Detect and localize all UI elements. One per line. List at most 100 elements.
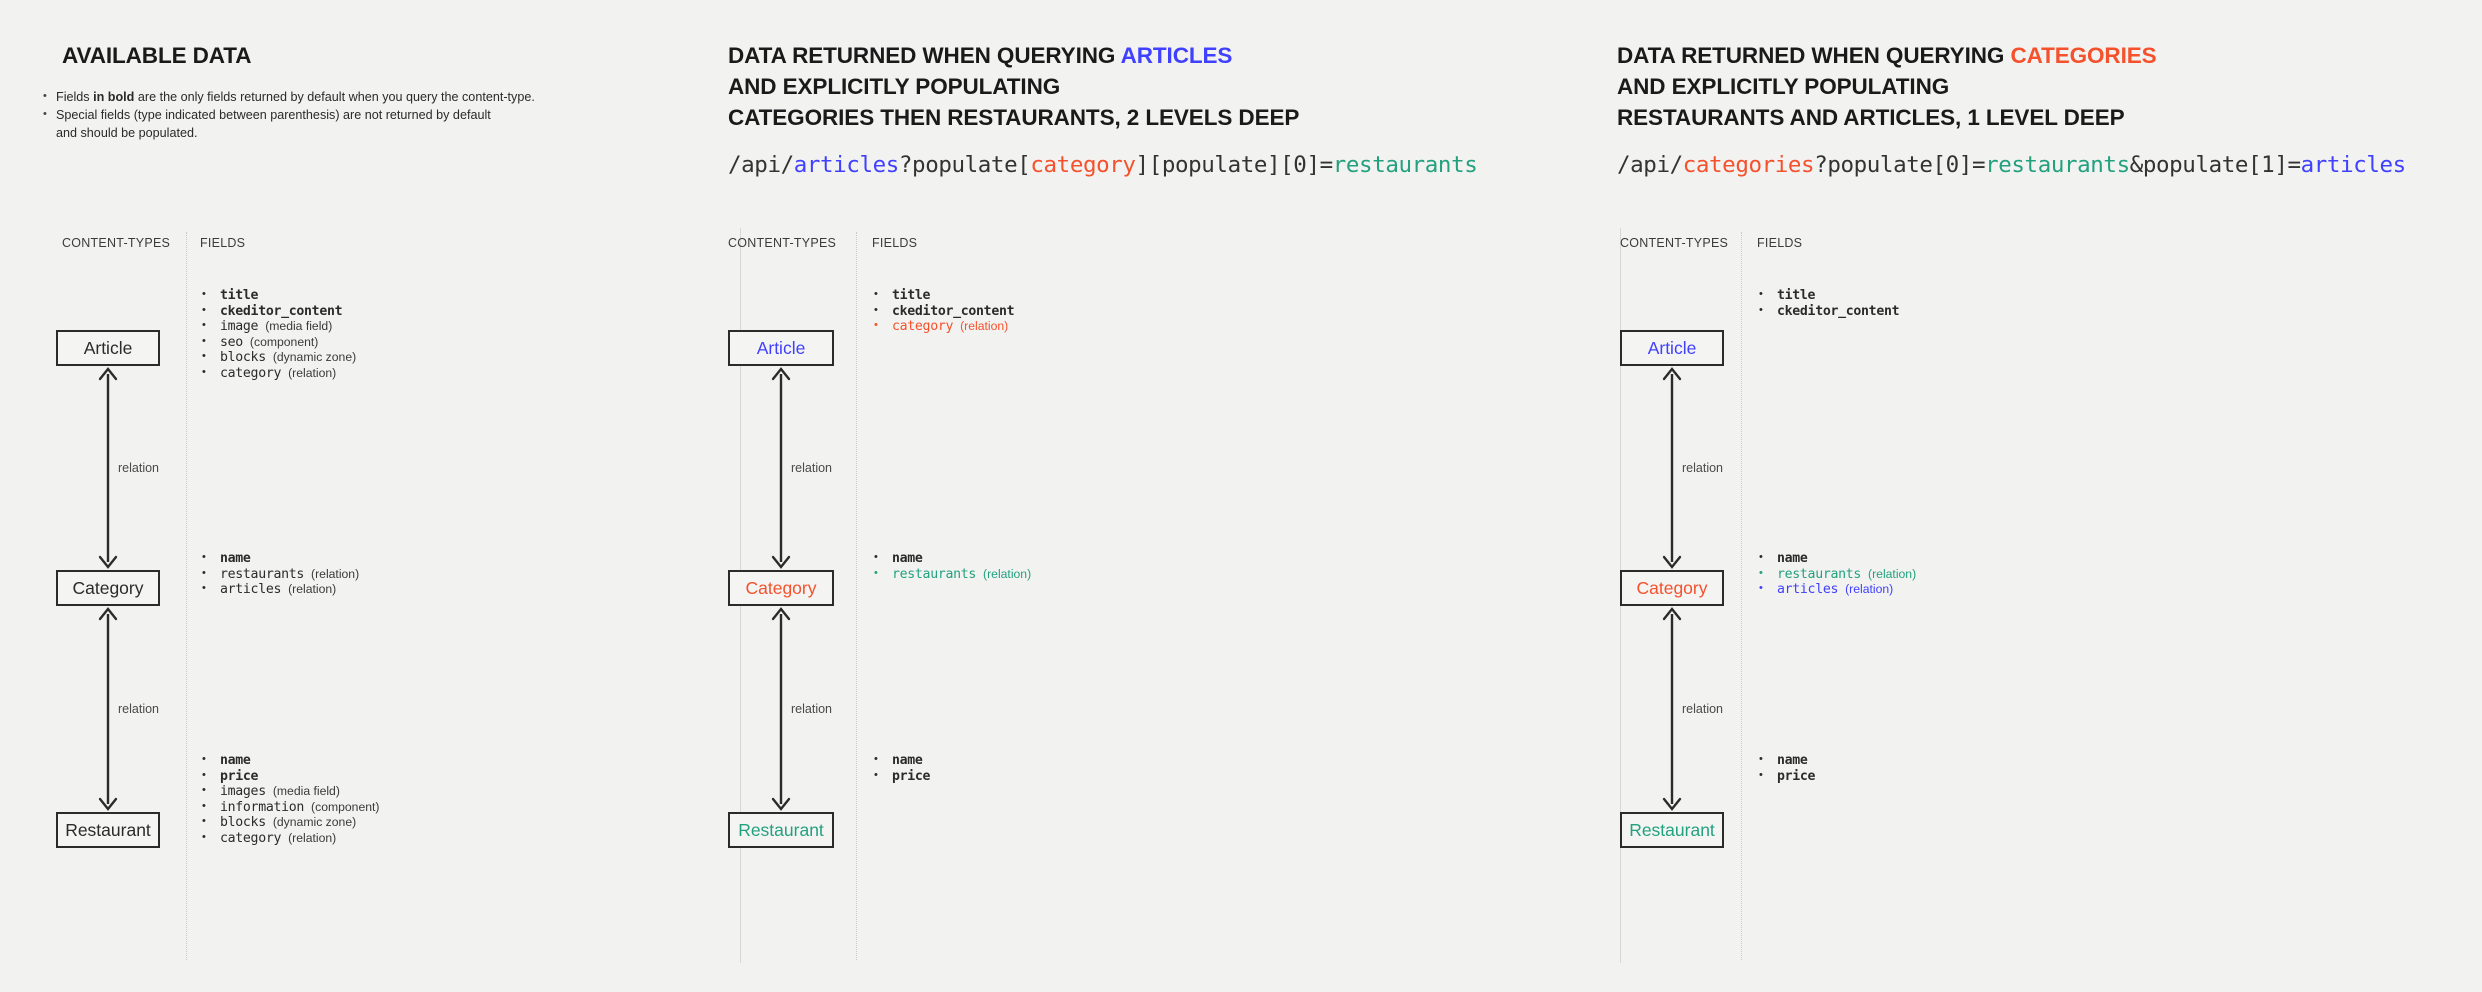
field-type: (relation) — [960, 319, 1009, 334]
url-token-plain: /api/ — [1617, 152, 1683, 178]
column-label-fields: FIELDS — [1757, 236, 1803, 250]
field-type: (media field) — [265, 319, 333, 334]
field-row: seo (component) — [200, 334, 356, 350]
field-name: blocks — [220, 815, 266, 831]
field-name: articles — [220, 582, 282, 598]
field-name: title — [220, 288, 259, 303]
heading-line: DATA RETURNED WHEN QUERYING ARTICLES — [728, 43, 1233, 68]
notes-list: Fields in bold are the only fields retur… — [40, 87, 535, 142]
note-continuation: and should be populated. — [56, 126, 198, 140]
relation-label: relation — [1678, 459, 1727, 477]
field-row: price — [200, 768, 379, 784]
field-type: (relation) — [1868, 566, 1917, 581]
field-row: price — [1757, 768, 1815, 784]
column-label-content-types: CONTENT-TYPES — [62, 236, 171, 250]
field-row: title — [1757, 287, 1899, 303]
panel-heading: AVAILABLE DATA — [62, 40, 252, 71]
url-token-red: categories — [1682, 152, 1815, 178]
url-token-plain: /api/ — [728, 152, 794, 178]
content-type-box-restaurant[interactable]: Restaurant — [56, 812, 160, 848]
api-url: /api/articles?populate[category][populat… — [728, 152, 1478, 178]
url-token-plain: ?populate[ — [898, 152, 1031, 178]
content-type-box-category[interactable]: Category — [728, 570, 834, 606]
field-row: category(relation) — [200, 830, 379, 846]
content-type-box-category[interactable]: Category — [56, 570, 160, 606]
field-name: ckeditor_content — [892, 303, 1015, 319]
field-row: blocks(dynamic zone) — [200, 814, 379, 830]
relation-arrow — [761, 606, 801, 812]
field-name: articles — [1777, 582, 1839, 598]
column-label-content-types: CONTENT-TYPES — [728, 236, 837, 250]
content-type-box-article[interactable]: Article — [1620, 330, 1724, 366]
relation-label: relation — [114, 700, 163, 718]
field-list-article: titleckeditor_contentimage(media field)s… — [200, 287, 356, 381]
field-name: category — [220, 365, 282, 381]
field-row: restaurants(relation) — [1757, 566, 1916, 582]
content-type-box-restaurant[interactable]: Restaurant — [1620, 812, 1724, 848]
field-name: category — [220, 830, 282, 846]
field-name: price — [220, 768, 259, 784]
url-token-plain: ?populate[0]= — [1814, 152, 1986, 178]
field-list-restaurant: nameprice — [872, 752, 930, 784]
field-name: title — [892, 288, 931, 303]
field-row: restaurants (relation) — [200, 566, 359, 582]
field-row: name — [1757, 550, 1916, 566]
field-type: (relation) — [1845, 582, 1894, 597]
field-list-article: titleckeditor_contentcategory (relation) — [872, 287, 1015, 335]
field-row: name — [872, 550, 1031, 566]
fields-dotted-divider — [1741, 232, 1742, 960]
field-row: blocks(dynamic zone) — [200, 349, 356, 365]
content-type-box-article[interactable]: Article — [728, 330, 834, 366]
field-name: information — [220, 799, 305, 815]
field-row: ckeditor_content — [1757, 303, 1900, 319]
heading-highlight: CATEGORIES — [2010, 43, 2157, 68]
fields-dotted-divider — [856, 232, 857, 960]
field-type: (relation) — [288, 365, 337, 380]
content-type-box-article[interactable]: Article — [56, 330, 160, 366]
field-list-category: namerestaurants(relation) — [872, 550, 1031, 582]
field-name: ckeditor_content — [220, 303, 343, 319]
heading-highlight: ARTICLES — [1120, 43, 1233, 68]
relation-label: relation — [1678, 700, 1727, 718]
field-row: image(media field) — [200, 318, 356, 334]
column-label-fields: FIELDS — [200, 236, 246, 250]
field-name: name — [1777, 753, 1808, 768]
url-token-plain: ][populate][0]= — [1135, 152, 1334, 178]
field-type: (relation) — [288, 582, 337, 597]
heading-line: AND EXPLICITLY POPULATING — [728, 74, 1061, 99]
field-row: ckeditor_content — [872, 303, 1015, 319]
relation-label: relation — [787, 700, 836, 718]
relation-arrow — [1652, 366, 1692, 570]
field-name: images — [220, 784, 266, 800]
field-name: name — [892, 551, 923, 566]
field-type: (component) — [311, 799, 380, 814]
field-row: name — [200, 752, 379, 768]
field-name: category — [892, 319, 954, 335]
field-row: category (relation) — [200, 365, 356, 381]
field-list-restaurant: nameprice — [1757, 752, 1815, 784]
field-row: images (media field) — [200, 783, 379, 799]
note-item: Special fields (type indicated between p… — [40, 105, 535, 142]
field-type: (relation) — [311, 566, 360, 581]
field-name: seo — [220, 334, 243, 350]
field-type: (dynamic zone) — [272, 350, 357, 365]
column-label-content-types: CONTENT-TYPES — [1620, 236, 1729, 250]
heading-line: RESTAURANTS AND ARTICLES, 1 LEVEL DEEP — [1617, 105, 2125, 130]
field-name: restaurants — [220, 566, 305, 582]
content-type-box-restaurant[interactable]: Restaurant — [728, 812, 834, 848]
field-name: name — [1777, 551, 1808, 566]
field-row: title — [200, 287, 356, 303]
field-row: name — [872, 752, 930, 768]
field-type: (component) — [249, 334, 319, 349]
field-name: price — [1777, 768, 1816, 784]
url-token-plain: &populate[1]= — [2129, 152, 2301, 178]
field-type: (media field) — [272, 784, 340, 799]
api-url: /api/categories?populate[0]=restaurants&… — [1617, 152, 2406, 178]
url-token-blue: articles — [2300, 152, 2407, 178]
content-type-box-category[interactable]: Category — [1620, 570, 1724, 606]
relation-arrow — [88, 366, 128, 570]
